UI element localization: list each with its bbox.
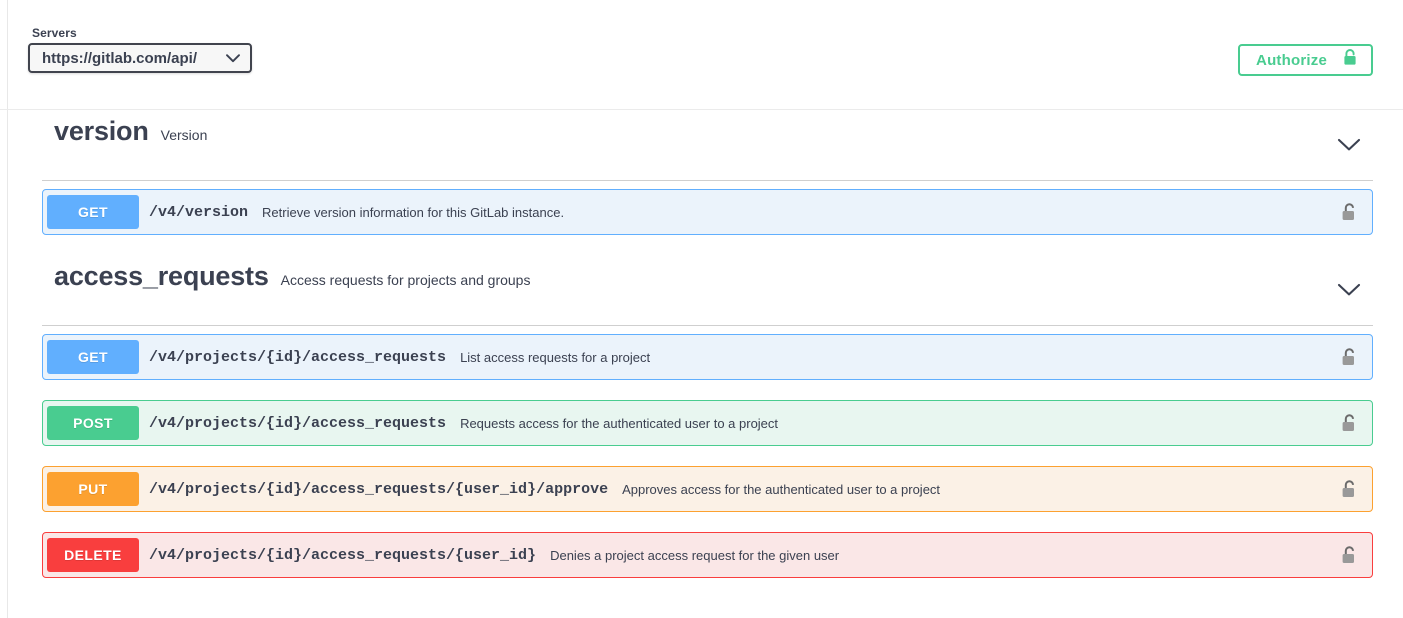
operation-row[interactable]: GET /v4/version Retrieve version informa… — [42, 189, 1373, 235]
http-method-badge: POST — [47, 406, 139, 440]
chevron-down-icon[interactable] — [1337, 138, 1361, 152]
authorize-button[interactable]: Authorize — [1238, 44, 1373, 76]
operation-path: /v4/projects/{id}/access_requests — [149, 415, 446, 432]
tag-name: access_requests — [54, 261, 269, 292]
tag-section-version: version Version GET /v4/version Retrieve… — [28, 110, 1373, 235]
operation-path: /v4/projects/{id}/access_requests/{user_… — [149, 547, 536, 564]
server-select[interactable]: https://gitlab.com/api/ — [28, 43, 252, 73]
operation-summary: Requests access for the authenticated us… — [460, 416, 778, 431]
lock-open-icon[interactable] — [1329, 414, 1358, 433]
tag-header-access-requests[interactable]: access_requests Access requests for proj… — [28, 261, 1373, 319]
lock-open-icon[interactable] — [1329, 203, 1358, 222]
scheme-container: Servers https://gitlab.com/api/ Authoriz… — [0, 0, 1403, 110]
http-method-badge: PUT — [47, 472, 139, 506]
operation-row[interactable]: PUT /v4/projects/{id}/access_requests/{u… — [42, 466, 1373, 512]
operation-summary: Denies a project access request for the … — [550, 548, 839, 563]
operation-summary: List access requests for a project — [460, 350, 650, 365]
lock-open-icon[interactable] — [1329, 546, 1358, 565]
servers-block: Servers https://gitlab.com/api/ — [28, 26, 252, 73]
chevron-down-icon — [210, 54, 240, 63]
tag-header-version[interactable]: version Version — [28, 116, 1373, 174]
chevron-down-icon[interactable] — [1337, 283, 1361, 297]
operation-summary: Approves access for the authenticated us… — [622, 482, 940, 497]
tag-description: Version — [161, 127, 208, 143]
tag-divider — [42, 325, 1373, 326]
operation-row[interactable]: DELETE /v4/projects/{id}/access_requests… — [42, 532, 1373, 578]
tag-section-access-requests: access_requests Access requests for proj… — [28, 255, 1373, 578]
operation-path: /v4/projects/{id}/access_requests — [149, 349, 446, 366]
operation-summary: Retrieve version information for this Gi… — [262, 205, 564, 220]
tag-description: Access requests for projects and groups — [281, 272, 531, 288]
server-select-value: https://gitlab.com/api/ — [42, 50, 197, 67]
lock-closed-icon — [1343, 49, 1357, 71]
tag-name: version — [54, 116, 149, 147]
operation-path: /v4/version — [149, 204, 248, 221]
operation-row[interactable]: GET /v4/projects/{id}/access_requests Li… — [42, 334, 1373, 380]
lock-open-icon[interactable] — [1329, 480, 1358, 499]
operation-list-access-requests: GET /v4/projects/{id}/access_requests Li… — [28, 334, 1373, 578]
tag-divider — [42, 180, 1373, 181]
operation-row[interactable]: POST /v4/projects/{id}/access_requests R… — [42, 400, 1373, 446]
operation-list-version: GET /v4/version Retrieve version informa… — [28, 189, 1373, 235]
lock-open-icon[interactable] — [1329, 348, 1358, 367]
http-method-badge: GET — [47, 195, 139, 229]
http-method-badge: GET — [47, 340, 139, 374]
operation-path: /v4/projects/{id}/access_requests/{user_… — [149, 481, 608, 498]
servers-label: Servers — [32, 26, 252, 40]
operations-body: version Version GET /v4/version Retrieve… — [0, 110, 1403, 578]
http-method-badge: DELETE — [47, 538, 139, 572]
authorize-button-label: Authorize — [1256, 52, 1327, 69]
